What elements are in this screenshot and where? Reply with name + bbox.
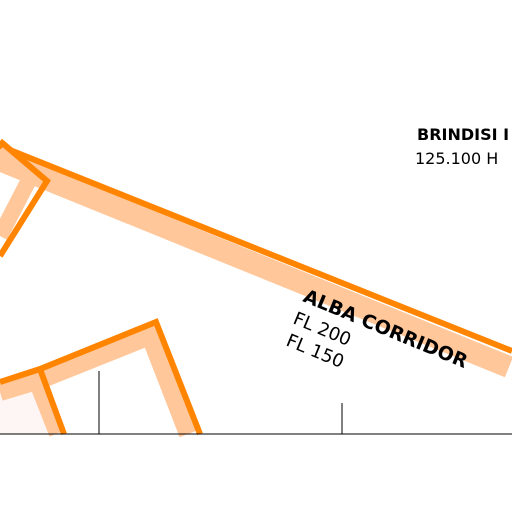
alba-corridor-boundary bbox=[0, 143, 512, 378]
sector-boundary-upper-left bbox=[0, 138, 51, 258]
ground-baseline bbox=[0, 371, 512, 435]
sector-name-label: BRINDISI I bbox=[417, 125, 509, 144]
sector-frequency-label: 125.100 H bbox=[415, 149, 498, 168]
restricted-zone-outline bbox=[0, 318, 203, 438]
